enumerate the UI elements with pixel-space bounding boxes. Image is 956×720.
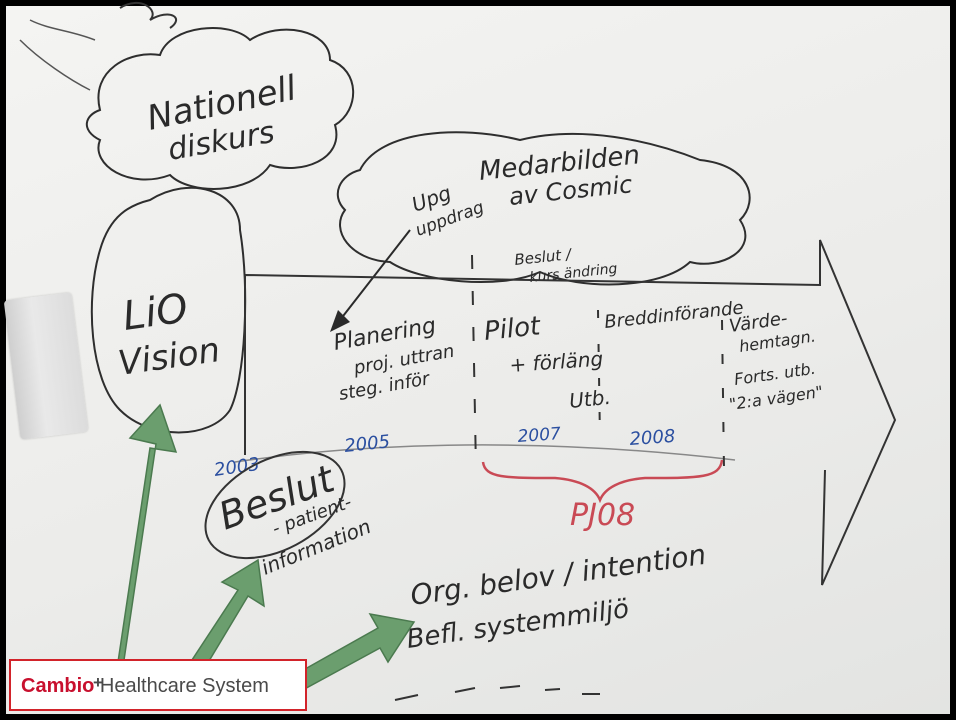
- scribble-top-left: [19, 19, 96, 91]
- cloud-national: [85, 27, 355, 190]
- green-arrow-vision: [87, 403, 178, 663]
- green-arrow-beslut: [175, 558, 265, 677]
- logo-brand: Cambio: [21, 675, 95, 697]
- green-arrows: [87, 403, 416, 700]
- vision-line1: LiO: [120, 285, 191, 340]
- cloud-mental: [336, 131, 751, 286]
- vision-blob: [90, 186, 247, 434]
- timeline-arrow-body: [244, 239, 897, 586]
- logo-rest: Healthcare System: [94, 675, 269, 697]
- timeline-baseline: [234, 444, 736, 463]
- phase-divider-2: [597, 309, 601, 441]
- phase-divider-1: [471, 254, 477, 471]
- phase-broad-line2: Utb.: [568, 385, 612, 413]
- phase-pilot-line1: Pilot: [483, 311, 543, 347]
- bottom-dashes: [394, 685, 600, 701]
- year-2005: 2005: [343, 431, 391, 457]
- green-arrow-org: [274, 612, 416, 700]
- whiteboard: [6, 6, 950, 714]
- year-2008: 2008: [629, 426, 676, 450]
- year-2007: 2007: [517, 424, 562, 447]
- cloud-fragment-top: [119, 1, 178, 29]
- cambio-logo: + Cambio Healthcare System: [9, 659, 307, 711]
- phase-divider-3: [721, 319, 725, 471]
- beslut-circle: [204, 450, 346, 560]
- pj08-brace: [481, 459, 724, 504]
- phase-broad-line1: Breddinförande: [603, 297, 744, 332]
- pj08-label: PJ08: [570, 498, 635, 533]
- org-line1: Org. belov / intention: [408, 538, 708, 612]
- upg-arrow: [339, 229, 411, 321]
- plus-icon: +: [93, 673, 103, 692]
- logo-wordmark: + Cambio Healthcare System: [21, 673, 269, 698]
- upg-arrow-head: [330, 310, 350, 332]
- phase-pilot-line2: + förläng: [509, 347, 604, 377]
